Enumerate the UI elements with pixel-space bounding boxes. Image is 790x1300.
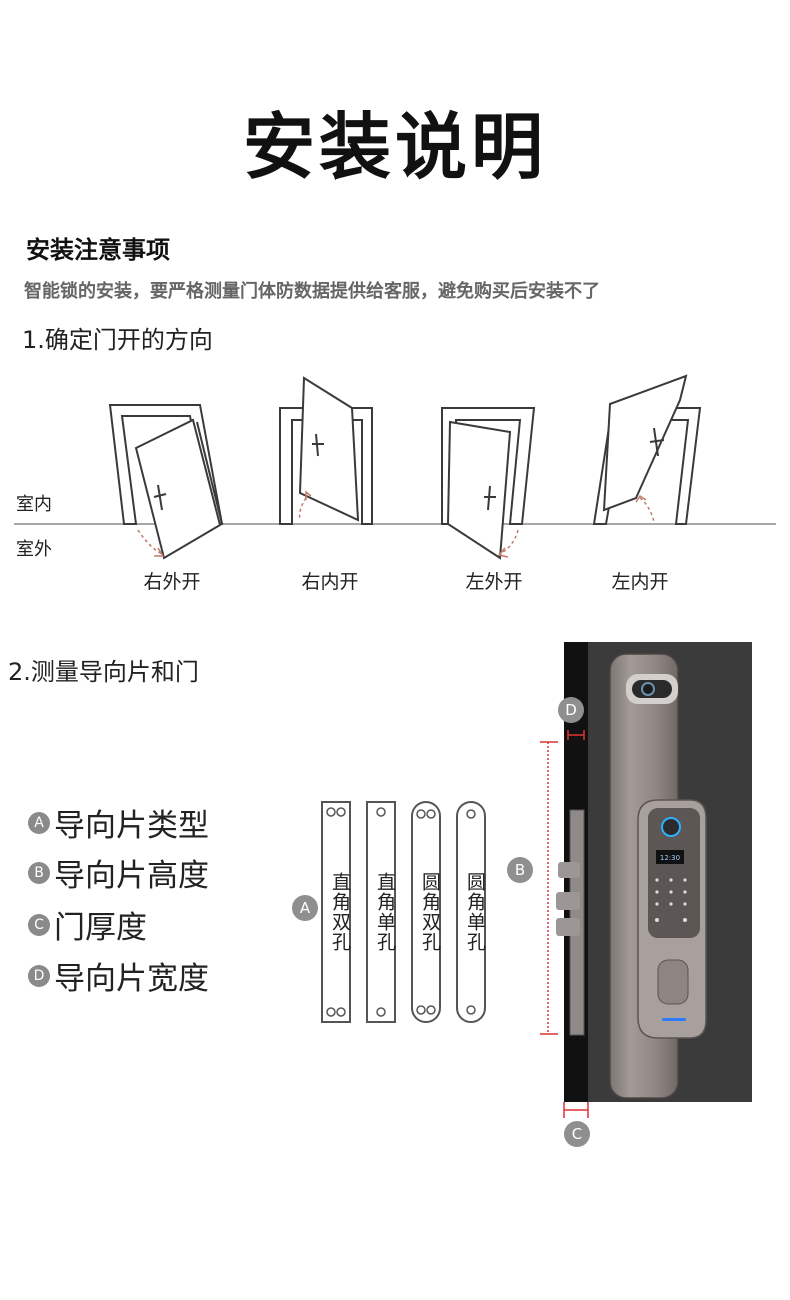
step2-title: 2.测量导向片和门 — [8, 658, 199, 686]
fingerprint-sensor-icon — [661, 817, 681, 837]
legend-text-c: 门厚度 — [54, 910, 147, 946]
notice-heading: 安装注意事项 — [26, 236, 170, 264]
plate-right-angle-single — [366, 801, 396, 1023]
plate-label-1: 直角双孔 — [329, 872, 351, 952]
direction-label-2: 右内开 — [301, 571, 359, 593]
step1-title: 1.确定门开的方向 — [22, 326, 213, 354]
direction-label-4: 左内开 — [611, 571, 669, 593]
legend-text-b: 导向片高度 — [54, 858, 209, 894]
door-right-inward — [279, 376, 373, 525]
plate-rounded-single — [456, 801, 486, 1023]
plate-rounded-double — [411, 801, 441, 1023]
page-title: 安装说明 — [242, 105, 547, 189]
legend-badge-a: A — [28, 811, 50, 834]
legend-badge-b: B — [28, 861, 50, 884]
notice-text: 智能锁的安装，要严格测量门体防数据提供给客服，避免购买后安装不了 — [24, 281, 600, 302]
legend-item-a: A 导向片类型 — [28, 800, 209, 845]
plate-label-3: 圆角双孔 — [419, 872, 441, 952]
door-left-outward — [441, 407, 536, 560]
measure-marker-d: D — [558, 697, 584, 723]
legend-item-b: B 导向片高度 — [28, 850, 209, 895]
door-left-inward — [592, 374, 702, 525]
direction-label-1: 右外开 — [143, 571, 201, 593]
legend-badge-c: C — [28, 913, 50, 936]
plate-right-angle-double — [321, 801, 351, 1023]
door-right-outward — [108, 404, 224, 560]
legend-text-d: 导向片宽度 — [54, 961, 209, 997]
measure-marker-c: C — [564, 1121, 590, 1147]
door-direction-diagram — [14, 374, 776, 560]
plate-label-2: 直角单孔 — [374, 872, 396, 952]
measure-marker-b: B — [507, 857, 533, 883]
legend-item-c: C 门厚度 — [28, 902, 147, 947]
legend-badge-d: D — [28, 964, 50, 987]
direction-label-3: 左外开 — [465, 571, 523, 593]
legend-text-a: 导向片类型 — [54, 808, 209, 844]
camera-icon — [641, 682, 655, 696]
lock-screen-time: 12:30 — [660, 854, 680, 862]
outdoor-label: 室外 — [16, 539, 52, 560]
plate-marker-a: A — [292, 895, 318, 921]
indoor-label: 室内 — [16, 494, 52, 515]
faceplate-types — [321, 801, 486, 1023]
legend-item-d: D 导向片宽度 — [28, 953, 209, 998]
plate-label-4: 圆角单孔 — [464, 872, 486, 952]
smart-lock-image: 12:30 — [540, 642, 752, 1118]
